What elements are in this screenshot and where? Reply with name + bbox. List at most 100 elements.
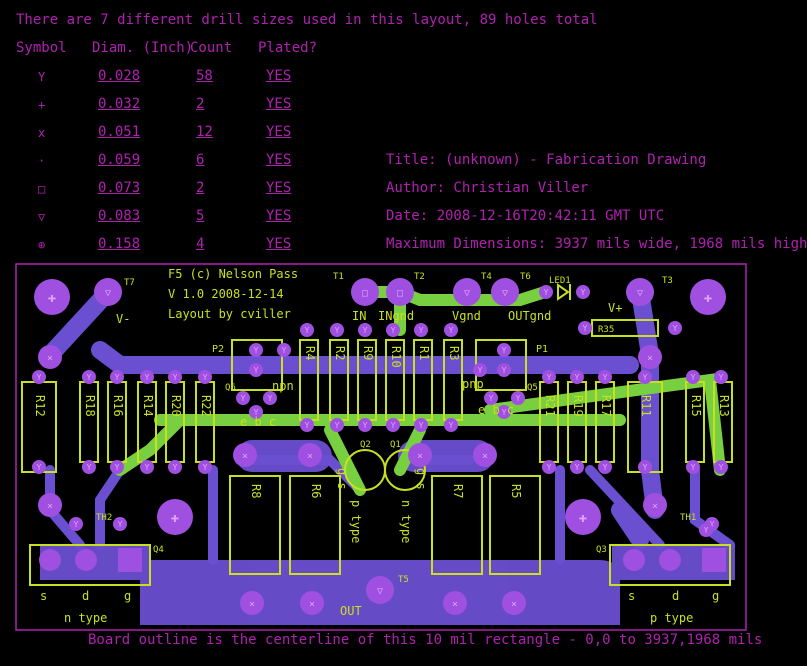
board-title-2: V 1.0 2008-12-14 <box>168 287 284 301</box>
pad-mark: Y <box>87 373 92 382</box>
svg-text:×: × <box>47 501 53 512</box>
label-r17: R17 <box>599 395 613 417</box>
label-r6: R6 <box>309 484 323 498</box>
pad-mark: Y <box>575 373 580 382</box>
pad <box>110 460 124 474</box>
pad <box>497 405 511 419</box>
pad <box>699 523 713 537</box>
pad <box>236 391 250 405</box>
right-bus-2 <box>690 465 735 550</box>
label-t1: T1 <box>333 272 344 282</box>
label-t7: T7 <box>124 278 135 288</box>
column-symbol: Symbol <box>16 40 67 56</box>
column-diameter: Diam. (Inch) <box>92 40 194 56</box>
drill-symbol-icon: Y <box>38 70 46 84</box>
drill-plated: YES <box>266 180 292 196</box>
drill-diameter: 0.032 <box>98 96 141 112</box>
pad <box>330 418 344 432</box>
pad-mark: Y <box>704 526 709 535</box>
label-t2: T2 <box>414 272 425 282</box>
pad <box>32 460 46 474</box>
pad <box>598 370 612 384</box>
pad <box>168 370 182 384</box>
pad-mark: Y <box>478 366 483 375</box>
pad <box>386 418 400 432</box>
vminus-trace <box>41 283 117 364</box>
label-ebc-left: e b c <box>240 415 276 429</box>
pad-mark: Y <box>719 463 724 472</box>
right-trace <box>484 373 726 476</box>
pad-mark: Y <box>241 394 246 403</box>
label-d-left: d <box>82 589 89 603</box>
label-t5: T5 <box>398 575 409 585</box>
pad <box>330 323 344 337</box>
label-q1: Q1 <box>390 440 401 450</box>
svg-text:×: × <box>647 353 653 364</box>
drill-symbol-icon: □ <box>38 182 46 196</box>
label-out: OUT <box>340 604 362 618</box>
drill-count: 6 <box>196 152 205 168</box>
label-q5: Q5 <box>527 383 538 393</box>
right-bus <box>585 465 665 550</box>
label-r15: R15 <box>689 395 703 417</box>
label-r9: R9 <box>361 346 375 360</box>
drill-diameter: 0.073 <box>98 180 141 196</box>
svg-text:×: × <box>307 451 313 462</box>
drill-plated: YES <box>266 208 292 224</box>
drill-symbol-icon: · <box>38 154 46 168</box>
label-g-left: g <box>124 589 131 603</box>
pad-mark: Y <box>115 373 120 382</box>
mounting-holes: ✚ ✚ ✚ ✚ <box>34 279 726 535</box>
pad-mark: Y <box>583 324 588 333</box>
label-npn: npn <box>272 379 294 393</box>
pad <box>168 460 182 474</box>
label-th2: TH2 <box>96 513 112 523</box>
pad <box>300 418 314 432</box>
svg-text:×: × <box>47 353 53 364</box>
drill-count: 58 <box>196 68 213 84</box>
label-r12: R12 <box>33 395 47 417</box>
pad-mark: Y <box>254 346 259 355</box>
pad <box>249 343 263 357</box>
pad <box>82 460 96 474</box>
pad-mark: Y <box>691 373 696 382</box>
label-q6: Q6 <box>225 383 236 393</box>
svg-text:×: × <box>652 501 658 512</box>
pad <box>497 363 511 377</box>
pad-mark: Y <box>516 394 521 403</box>
pad <box>277 343 291 357</box>
pad-mark: Y <box>547 373 552 382</box>
pad-mark: Y <box>581 288 586 297</box>
pad-mark: Y <box>173 463 178 472</box>
pad-mark: Y <box>391 421 396 430</box>
pad <box>69 517 83 531</box>
pad-mark: Y <box>282 346 287 355</box>
pad-mark: Y <box>419 421 424 430</box>
label-ntype-mid: n type <box>399 500 413 543</box>
pad-mark: Y <box>74 520 79 529</box>
label-r3: R3 <box>447 346 461 360</box>
drill-plated: YES <box>266 68 292 84</box>
pad <box>473 363 487 377</box>
pad-mark: Y <box>673 324 678 333</box>
label-r19: R19 <box>571 395 585 417</box>
pad <box>386 323 400 337</box>
pad <box>570 460 584 474</box>
pad-mark: Y <box>254 408 259 417</box>
column-count: Count <box>190 40 233 56</box>
author-text: Author: Christian Viller <box>386 180 589 196</box>
pad <box>542 370 556 384</box>
label-in: IN <box>352 309 366 323</box>
board-title-3: Layout by cviller <box>168 307 291 321</box>
pad <box>249 363 263 377</box>
pad-mark: Y <box>203 463 208 472</box>
drill-diameter: 0.158 <box>98 236 141 252</box>
pad <box>358 418 372 432</box>
drill-symbol-icon: ▽ <box>38 210 46 224</box>
pad <box>110 370 124 384</box>
label-ptype-right: p type <box>650 611 693 625</box>
label-p2: P2 <box>212 344 224 355</box>
pad <box>32 370 46 384</box>
svg-text:×: × <box>417 451 423 462</box>
drill-summary: There are 7 different drill sizes used i… <box>16 12 598 28</box>
